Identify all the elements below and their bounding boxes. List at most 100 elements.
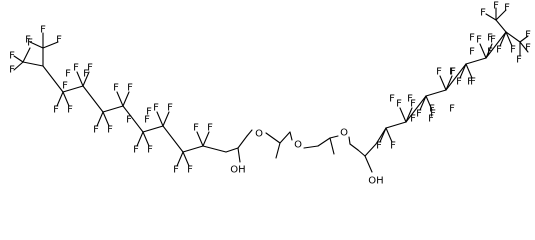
left-chain-bond: [42, 65, 64, 93]
right-chain-bond: [425, 95, 433, 111]
fluorine-atom-label: F: [410, 99, 416, 110]
left-chain-bond: [82, 71, 90, 87]
fluorine-atom-label: F: [173, 165, 179, 176]
left-chain-bond: [116, 91, 124, 107]
fluorine-atom-label: F: [470, 77, 476, 88]
bond-lines: [13, 7, 529, 173]
linker-bond: [237, 135, 248, 149]
right-chain-bond: [405, 95, 427, 123]
fluorine-atom-label: F: [193, 123, 199, 134]
fluorine-atom-label: F: [147, 145, 153, 156]
left-chain-bond: [142, 131, 150, 147]
left-chain-bond: [162, 125, 184, 153]
linker-bond: [237, 147, 241, 163]
fluorine-atom-label: F: [93, 125, 99, 136]
fluorine-atom-label: F: [56, 35, 62, 46]
fluorine-atom-label: F: [429, 104, 435, 115]
right-chain-bond: [505, 31, 521, 43]
hydroxyl-right-label: OH: [368, 176, 383, 187]
right-chain-bond: [465, 63, 473, 79]
left-chain-bond: [96, 111, 104, 127]
fluorine-atom-label: F: [113, 83, 119, 94]
fluorine-atom-label: F: [390, 141, 396, 152]
fluorine-atom-label: F: [389, 94, 395, 105]
right-chain-bond: [379, 127, 387, 143]
right-chain-bond: [505, 31, 513, 47]
fluorine-atom-label: F: [25, 35, 31, 46]
left-chain-bond: [202, 131, 210, 147]
linker-bond: [357, 149, 366, 157]
linker-bond: [364, 155, 373, 173]
fluorine-atom-label: F: [504, 3, 510, 14]
left-chain-bond: [13, 55, 24, 63]
linker-bond: [275, 142, 281, 159]
hydroxyl-left-label: OH: [230, 165, 245, 176]
fluorine-atom-label: F: [476, 35, 482, 46]
left-chain-bond: [22, 47, 31, 63]
left-chain-bond: [182, 145, 204, 153]
fluorine-atom-label: F: [487, 33, 493, 44]
fluorine-atom-label: F: [410, 114, 416, 125]
right-chain-bond: [445, 63, 467, 91]
fluorine-atom-label: F: [62, 81, 68, 92]
linker-bond: [329, 137, 335, 155]
fluorine-atom-label: F: [67, 105, 73, 116]
left-chain-bond: [162, 111, 170, 127]
linker-bond: [289, 131, 293, 141]
fluorine-atom-label: F: [525, 43, 531, 54]
fluorine-atom-label: F: [40, 25, 46, 36]
fluorine-atom-label: F: [65, 69, 71, 80]
fluorine-atom-label: F: [496, 45, 502, 56]
fluorine-atom-label: F: [146, 107, 152, 118]
fluorine-atom-label: F: [126, 115, 132, 126]
fluorine-atom-label: F: [430, 109, 436, 120]
left-chain-bond: [56, 91, 64, 107]
right-chain-bond: [495, 9, 507, 21]
fluorine-atom-label: F: [73, 63, 79, 74]
fluorine-atom-label: F: [449, 67, 455, 78]
right-chain-bond: [479, 43, 487, 59]
fluorine-atom-label: F: [87, 63, 93, 74]
fluorine-atom-label: F: [493, 1, 499, 12]
right-chain-bond: [385, 127, 393, 143]
right-chain-bond: [459, 63, 467, 79]
right-chain-bond: [519, 41, 529, 53]
fluorine-atom-label: F: [480, 8, 486, 19]
left-chain-bond: [122, 105, 144, 133]
left-chain-bond: [122, 91, 130, 107]
left-chain-bond: [82, 85, 104, 113]
fluorine-atom-label: F: [9, 65, 15, 76]
fluorine-atom-label: F: [207, 123, 213, 134]
fluorine-atom-label: F: [127, 83, 133, 94]
fluorine-atom-label: F: [407, 94, 413, 105]
fluorine-atom-label: F: [467, 77, 473, 88]
fluorine-atom-label: F: [53, 105, 59, 116]
ether-oxygen-label: O: [340, 128, 348, 139]
left-chain-bond: [196, 131, 204, 147]
right-chain-bond: [445, 75, 453, 91]
right-chain-bond: [519, 35, 529, 43]
fluorine-atom-label: F: [9, 51, 15, 62]
fluorine-atom-label: F: [490, 35, 496, 46]
right-chain-bond: [385, 121, 407, 129]
fluorine-atom-label: F: [167, 103, 173, 114]
left-chain-bond: [13, 61, 24, 71]
fluorine-atom-label: F: [469, 33, 475, 44]
fluorine-atom-label: F: [416, 109, 422, 120]
left-chain-bond: [62, 91, 70, 107]
right-chain-bond: [419, 95, 427, 111]
fluorine-atom-label: F: [187, 165, 193, 176]
right-chain-bond: [485, 43, 493, 59]
left-chain-bond: [102, 111, 110, 127]
right-chain-bond: [495, 19, 507, 33]
fluorine-atom-label: F: [133, 145, 139, 156]
right-chain-bond: [465, 57, 487, 65]
right-chain-bond: [425, 89, 447, 97]
right-chain-bond: [499, 31, 507, 47]
ether-oxygen-label: O: [294, 140, 302, 151]
fluorine-atom-label: F: [469, 47, 475, 58]
fluorine-atom-label: F: [450, 67, 456, 78]
left-chain-bond: [42, 41, 59, 49]
linker-bond: [303, 145, 319, 149]
